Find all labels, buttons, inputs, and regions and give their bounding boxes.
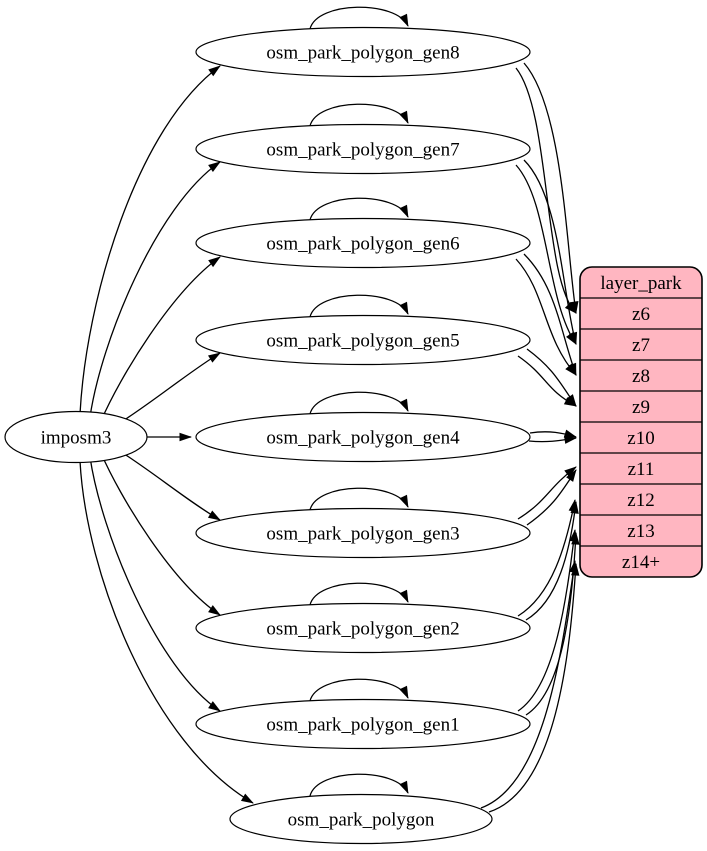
edge-osm-park-polygon-gen7-to-z7-strand2 [515,164,577,345]
zoom-row-label-z7: z7 [632,335,650,356]
self-loop-edge-osm-park-polygon-gen4 [309,391,409,415]
layer-table-title: layer_park [600,273,682,294]
edges-layer [79,6,580,813]
table-node-osm-park-polygon-gen6: osm_park_polygon_gen6 [195,217,531,269]
table-node-osm-park-polygon-gen8: osm_park_polygon_gen8 [195,26,531,78]
table-node-osm-park-polygon-gen1: osm_park_polygon_gen1 [195,698,531,750]
edge-source-to-osm-park-polygon-gen3 [114,447,221,521]
zoom-row-label-z14plus: z14+ [622,552,660,573]
edge-osm-park-polygon-gen6-to-z8-strand1 [523,253,577,376]
source-node-imposm3-label: imposm3 [41,428,112,449]
table-node-osm-park-polygon: osm_park_polygon [229,793,493,845]
self-loop-edge-osm-park-polygon [309,773,409,797]
table-node-osm-park-polygon-gen2-shape [195,602,531,654]
zoom-row-label-z12: z12 [627,490,654,511]
edge-osm-park-polygon-gen4-to-z10-strand2 [528,435,577,444]
edge-source-to-osm-park-polygon-gen5 [114,352,221,427]
edge-source-to-osm-park-polygon-gen2 [100,452,221,616]
layer-table: layer_park z6 z7 z8 z9 z10 z11 z12 z13 z14+ [579,266,703,578]
edge-source-to-osm-park-polygon-gen8 [79,65,221,415]
self-loop-edge-osm-park-polygon-gen1 [309,678,409,702]
edge-osm-park-polygon-gen3-to-z11-strand2 [517,466,577,520]
source-node-imposm3-shape [4,410,148,464]
zoom-row-label-z10: z10 [627,428,654,449]
table-node-osm-park-polygon-gen4: osm_park_polygon_gen4 [195,411,531,463]
self-loop-edge-osm-park-polygon-gen6 [309,197,409,221]
edge-source-to-osm-park-polygon-gen6 [100,256,221,422]
table-node-osm-park-polygon-gen1-shape [195,698,531,750]
table-node-osm-park-polygon-gen5: osm_park_polygon_gen5 [195,314,531,366]
table-node-osm-park-polygon-gen6-label: osm_park_polygon_gen6 [266,234,459,255]
zoom-row-label-z9: z9 [632,397,650,418]
edge-osm-park-polygon-gen4-to-z10-strand1 [529,429,577,438]
table-node-osm-park-polygon-gen4-shape [195,411,531,463]
table-node-osm-park-polygon-gen3-label: osm_park_polygon_gen3 [266,524,459,545]
edge-osm-park-polygon-gen3-to-z11-strand1 [526,469,577,526]
zoom-row-label-z8: z8 [632,366,650,387]
edge-source-to-osm-park-polygon-gen7 [89,161,221,418]
edge-osm-park-polygon-gen6-to-z8-strand2 [515,258,577,376]
nodes-layer: imposm3 osm_park_polygon_gen8 osm_park_pol… [4,26,703,845]
edge-source-to-osm-park-polygon [79,460,254,804]
self-loop-edge-osm-park-polygon-gen2 [309,582,409,606]
table-node-osm-park-polygon-gen5-label: osm_park_polygon_gen5 [266,331,459,352]
table-node-osm-park-polygon-gen2-label: osm_park_polygon_gen2 [266,619,459,640]
table-node-osm-park-polygon-gen4-label: osm_park_polygon_gen4 [266,428,460,449]
table-node-osm-park-polygon-gen7: osm_park_polygon_gen7 [195,123,531,175]
edge-osm-park-polygon-gen2-to-z12-strand2 [517,499,577,617]
zoom-row-label-z11: z11 [628,459,655,480]
table-node-osm-park-polygon-gen3: osm_park_polygon_gen3 [195,507,531,559]
table-node-osm-park-polygon-gen1-label: osm_park_polygon_gen1 [266,715,459,736]
table-node-osm-park-polygon-gen7-shape [195,123,531,175]
table-node-osm-park-polygon-gen3-shape [195,507,531,559]
zoom-row-label-z13: z13 [627,521,654,542]
zoom-row-label-z6: z6 [632,304,650,325]
edge-source-to-osm-park-polygon-gen1 [89,456,221,712]
self-loop-edge-osm-park-polygon-gen3 [309,487,409,511]
table-node-osm-park-polygon-gen7-label: osm_park_polygon_gen7 [266,140,459,161]
edge-osm-park-polygon-gen2-to-z12-strand1 [525,501,579,621]
table-node-osm-park-polygon-gen5-shape [195,314,531,366]
source-node-imposm3: imposm3 [4,410,148,464]
self-loop-edge-osm-park-polygon-gen5 [309,294,409,318]
table-node-osm-park-polygon-gen6-shape [195,217,531,269]
edge-osm-park-polygon-gen1-to-z13-strand1 [525,532,580,716]
edge-osm-park-polygon-gen5-to-z9-strand2 [517,355,577,407]
edge-osm-park-polygon-gen8-to-z6-strand2 [515,67,577,314]
self-loop-edge-osm-park-polygon-gen8 [309,6,409,30]
edge-osm-park-polygon-to-z14plus-strand1 [488,563,580,813]
table-node-osm-park-polygon-gen2: osm_park_polygon_gen2 [195,602,531,654]
edge-osm-park-polygon-to-z14plus-strand2 [480,560,578,809]
self-loop-edge-osm-park-polygon-gen7 [309,103,409,127]
edge-osm-park-polygon-gen1-to-z13-strand2 [517,529,578,712]
table-node-osm-park-polygon-label: osm_park_polygon [288,810,435,831]
table-node-osm-park-polygon-gen8-shape [195,26,531,78]
table-node-osm-park-polygon-gen8-label: osm_park_polygon_gen8 [266,43,459,64]
edge-osm-park-polygon-gen7-to-z7-strand1 [523,159,578,345]
edge-osm-park-polygon-gen8-to-z6-strand1 [523,62,579,314]
table-node-osm-park-polygon-shape [229,793,493,845]
edge-osm-park-polygon-gen5-to-z9-strand1 [526,348,577,407]
